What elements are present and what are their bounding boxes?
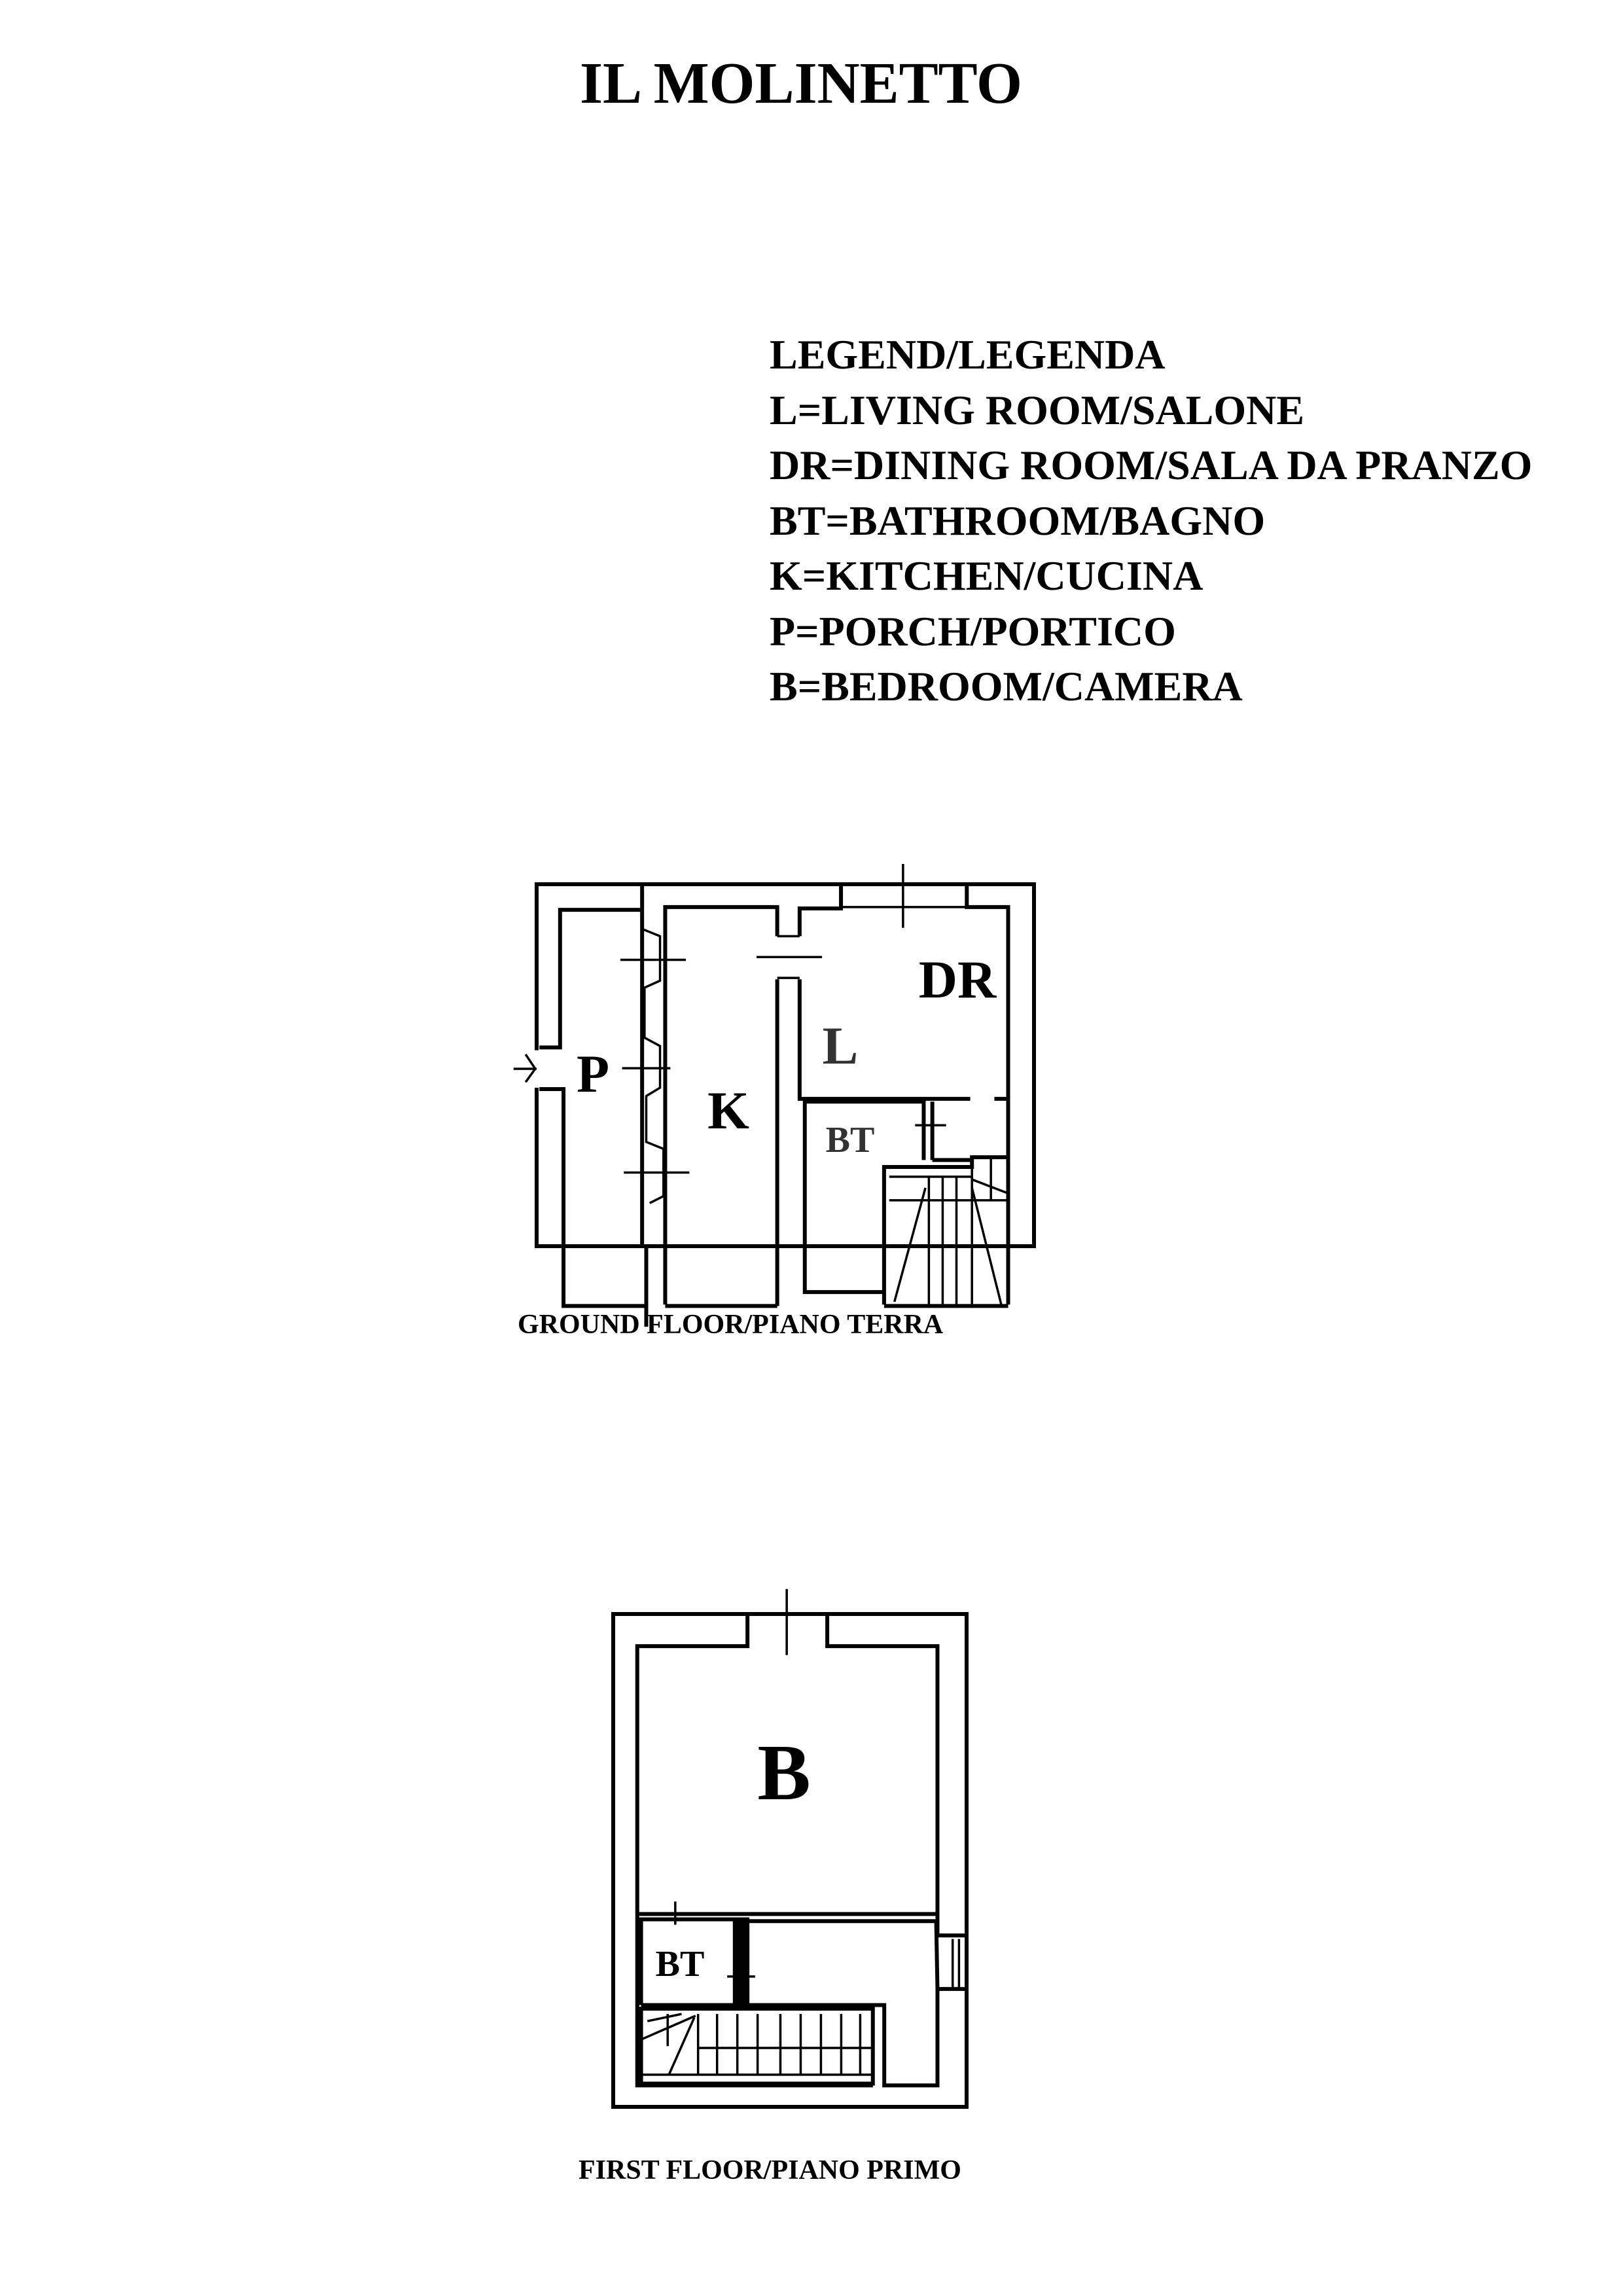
room-label-kitchen: K: [707, 1081, 749, 1140]
room-label-living: L: [822, 1016, 859, 1075]
legend-item: K=KITCHEN/CUCINA: [770, 552, 1204, 599]
legend-item: P=PORCH/PORTICO: [770, 607, 1176, 655]
legend-item: L=LIVING ROOM/SALONE: [770, 386, 1305, 433]
room-label-bathroom-first: BT: [655, 1944, 705, 1984]
legend-item: BT=BATHROOM/BAGNO: [770, 497, 1266, 544]
first-floor-caption: FIRST FLOOR/PIANO PRIMO: [579, 2155, 961, 2185]
room-label-porch: P: [576, 1044, 610, 1103]
room-label-dining: DR: [918, 950, 997, 1009]
room-label-bedroom: B: [757, 1729, 811, 1817]
legend-item: B=BEDROOM/CAMERA: [770, 663, 1243, 709]
ground-floor-plan: [537, 884, 1034, 1246]
room-label-bathroom: BT: [825, 1120, 875, 1160]
legend-heading: LEGEND/LEGENDA: [770, 331, 1166, 378]
legend-item: DR=DINING ROOM/SALA DA PRANZO: [770, 442, 1533, 488]
legend: LEGEND/LEGENDA L=LIVING ROOM/SALONE DR=D…: [770, 327, 1532, 715]
page-title: IL MOLINETTO: [580, 51, 1023, 116]
first-floor-plan: [613, 1614, 967, 2107]
ground-floor-caption: GROUND FLOOR/PIANO TERRA: [518, 1310, 944, 1340]
